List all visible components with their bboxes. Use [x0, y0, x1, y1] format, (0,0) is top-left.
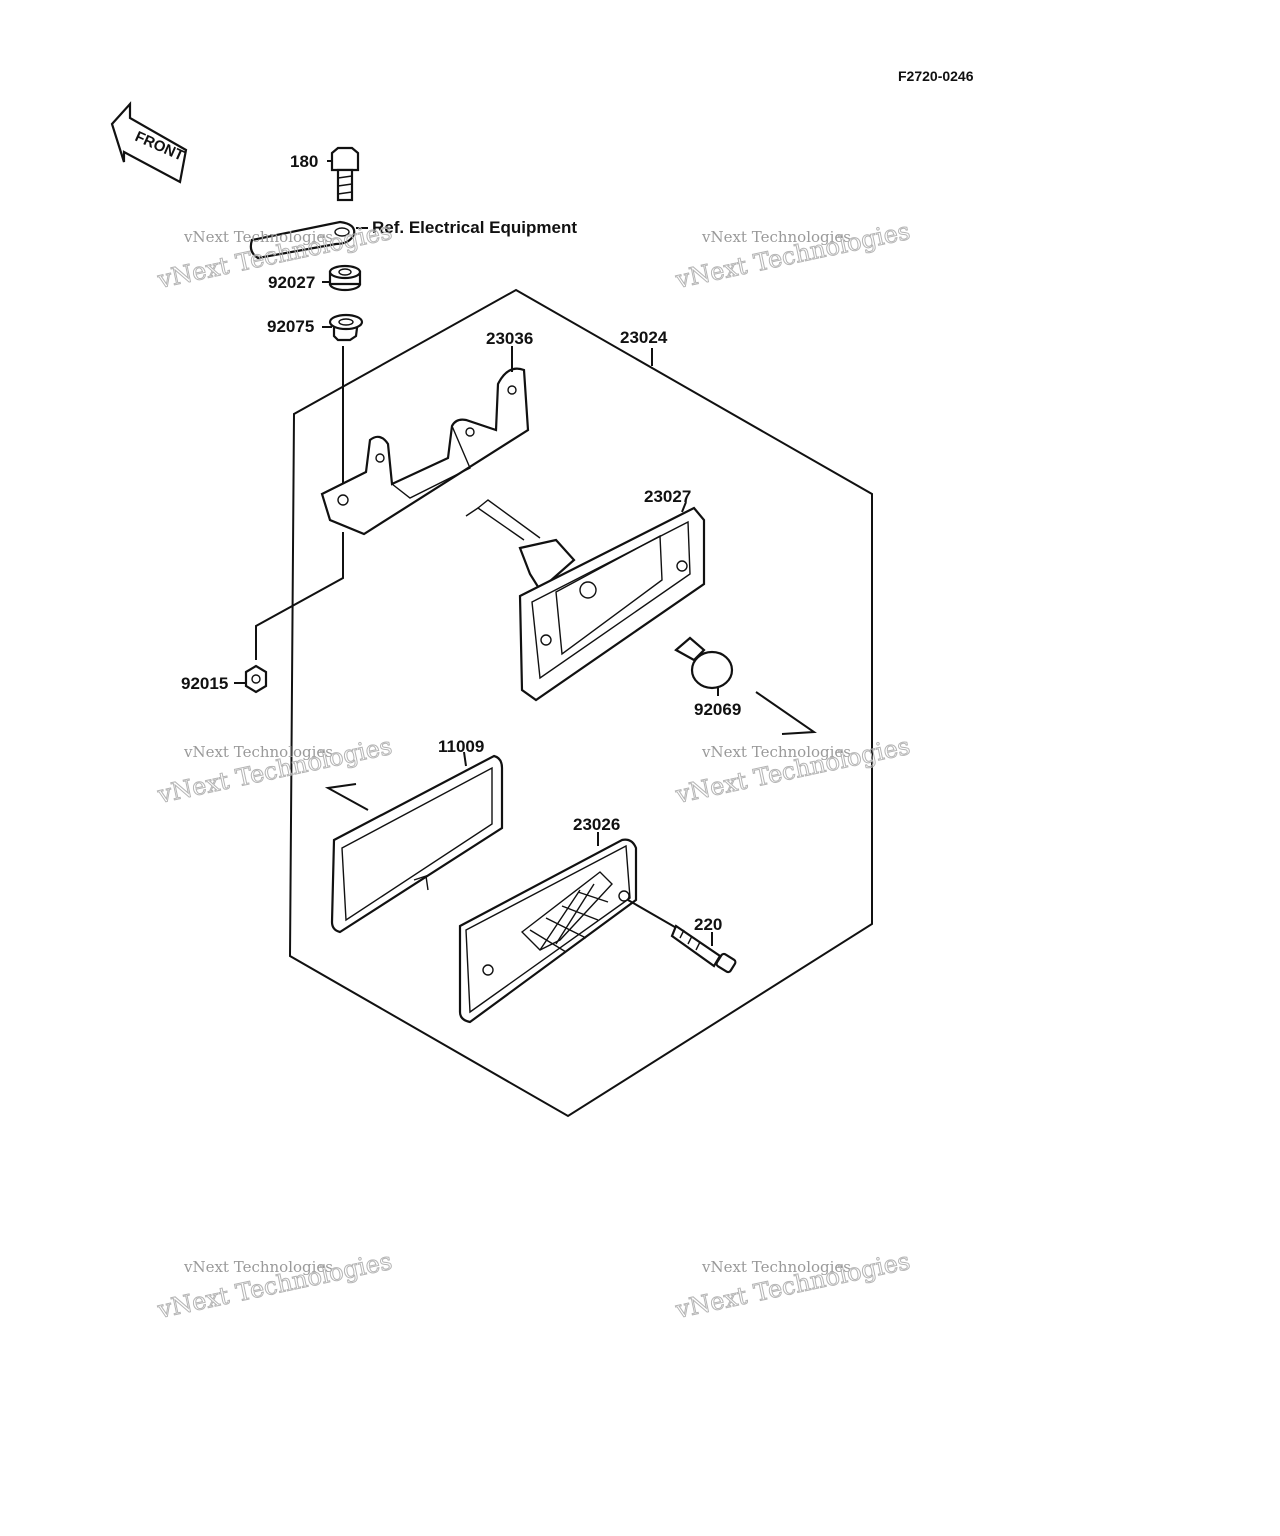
part-label-23036: 23036: [486, 329, 533, 348]
watermark-text: vNext Technologies: [701, 743, 851, 761]
watermark-bottom-left: vNext Technologies vNext Technologies: [154, 1246, 395, 1324]
part-gasket-11009: [330, 751, 504, 934]
part-bushing-92027: [322, 264, 362, 292]
watermark-middle-left: vNext Technologies vNext Technologies: [154, 731, 395, 809]
part-label-23027: 23027: [644, 487, 691, 506]
part-label-92015: 92015: [181, 674, 228, 693]
part-bolt-180: [327, 146, 360, 202]
leader-bracket-to-nut: [255, 532, 344, 660]
watermark-bottom-right: vNext Technologies vNext Technologies: [672, 1246, 913, 1324]
part-terminal-lug: [249, 220, 368, 260]
front-direction-arrow: FRONT: [110, 101, 188, 184]
part-label-92069: 92069: [694, 700, 741, 719]
part-lens-23026: [458, 832, 638, 1024]
part-lamp-housing-23027: [465, 499, 706, 702]
part-label-23026: 23026: [573, 815, 620, 834]
part-label-92027: 92027: [268, 273, 315, 292]
part-label-220: 220: [694, 915, 722, 934]
watermark-text: vNext Technologies: [701, 228, 851, 246]
watermark-text: vNext Technologies: [701, 1258, 851, 1276]
part-label-23024: 23024: [620, 328, 668, 347]
part-label-180: 180: [290, 152, 318, 171]
reference-note: Ref. Electrical Equipment: [372, 218, 577, 237]
part-nut-92015: [234, 664, 268, 694]
part-label-92075: 92075: [267, 317, 314, 336]
part-label-11009: 11009: [438, 737, 484, 756]
part-screw-220: [627, 899, 737, 974]
part-bulb-92069: [674, 636, 734, 696]
watermark-text: vNext Technologies: [183, 1258, 333, 1276]
watermark-top-right: vNext Technologies vNext Technologies: [672, 216, 913, 294]
part-grommet-92075: [322, 313, 364, 342]
assembly-outline-23024: [288, 288, 873, 1118]
figure-code: F2720-0246: [898, 68, 974, 84]
watermark-text: vNext Technologies: [183, 228, 333, 246]
part-bracket-23036: [320, 346, 530, 536]
assembly-direction-mark-left: [324, 783, 369, 811]
assembly-direction-mark-right: [755, 691, 817, 735]
watermark-text: vNext Technologies: [183, 743, 333, 761]
watermark-middle-right: vNext Technologies vNext Technologies: [672, 731, 913, 809]
